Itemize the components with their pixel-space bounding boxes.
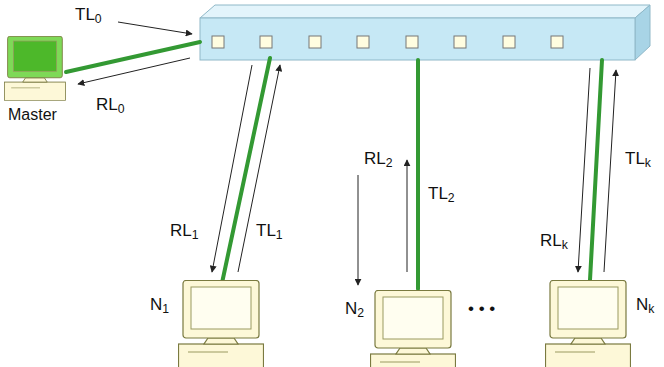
subscript: 2 [448, 191, 455, 205]
text-part: RL [540, 231, 562, 250]
text-part: RL [96, 95, 118, 114]
network-cable [66, 42, 602, 289]
signal-label: TL2 [428, 185, 455, 206]
text-part: N [345, 299, 357, 318]
signal-label: RLk [540, 232, 568, 253]
node-label: N2 [345, 300, 364, 321]
switch-side [635, 5, 650, 60]
node-label: Master [8, 106, 57, 124]
computer-node: N1 [148, 280, 260, 367]
subscript: 2 [357, 306, 364, 320]
subscript: k [562, 238, 568, 252]
text-part: TL [428, 184, 448, 203]
text-part: RL [170, 221, 192, 240]
signal-label: RL0 [96, 96, 125, 117]
text-part: RL [364, 149, 386, 168]
text-part: N [150, 295, 162, 314]
signal-label: TLk [625, 150, 651, 171]
signal-label: RL2 [364, 150, 393, 171]
text-part: TL [256, 221, 276, 240]
subscript: k [645, 156, 651, 170]
traffic-arrow [78, 22, 616, 285]
node-label: Nk [636, 296, 654, 317]
signal-label: RL1 [170, 222, 199, 243]
switch-front [200, 18, 635, 60]
node-label: N1 [150, 296, 169, 317]
text-part: TL [75, 5, 95, 24]
computer-node: Nk [543, 280, 661, 367]
computer-node: Master [2, 34, 82, 128]
signal-label: TL0 [75, 6, 102, 27]
switch-ports [212, 36, 563, 48]
node-computer [179, 281, 264, 367]
subscript: k [648, 302, 654, 316]
subscript: 2 [386, 156, 393, 170]
switch-top [200, 5, 650, 18]
subscript: 0 [118, 102, 125, 116]
signal-label: TL1 [256, 222, 283, 243]
subscript: 1 [162, 302, 169, 316]
ellipsis-label: • • • [468, 300, 495, 319]
master-computer [4, 36, 65, 100]
text-part: TL [625, 149, 645, 168]
node-computer [546, 281, 631, 367]
subscript: 1 [276, 228, 283, 242]
subscript: 0 [95, 12, 102, 26]
text-part: N [636, 295, 648, 314]
network-switch [200, 5, 650, 60]
node-computer [371, 291, 456, 367]
subscript: 1 [192, 228, 199, 242]
computer-node: N2 [343, 290, 455, 367]
